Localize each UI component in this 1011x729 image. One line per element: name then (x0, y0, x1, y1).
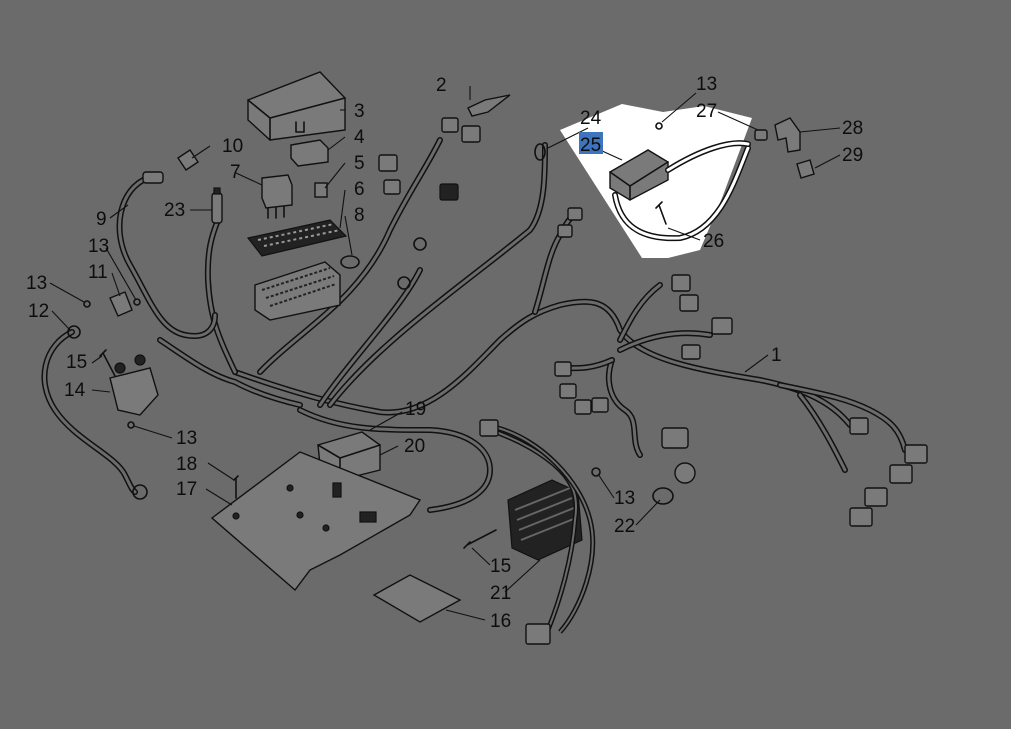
callout-28: 28 (842, 118, 863, 139)
cap-29 (796, 159, 815, 179)
callout-17: 17 (176, 479, 197, 500)
leader-lines (49, 86, 841, 621)
callout-5: 5 (354, 153, 365, 174)
callout-15a: 15 (66, 352, 87, 373)
washers-13 (83, 122, 663, 477)
fuse-box-cover (247, 71, 346, 141)
callout-21: 21 (490, 583, 511, 604)
callout-23: 23 (164, 200, 185, 221)
bolt-18 (233, 475, 239, 499)
wire-9 (116, 171, 218, 339)
callout-13c: 13 (176, 428, 197, 449)
fitting-27 (754, 129, 768, 141)
relay-7 (261, 174, 293, 219)
fuse-5 (314, 182, 328, 198)
solenoid-14 (109, 354, 159, 416)
callout-20: 20 (404, 436, 425, 457)
relay-4 (290, 139, 329, 167)
left-harness-branches (157, 137, 548, 513)
fuse-box-base (254, 261, 341, 321)
callout-3: 3 (354, 101, 365, 122)
callout-25-highlight (579, 132, 603, 154)
callout-24: 24 (580, 108, 602, 129)
module-25 (609, 140, 751, 242)
callout-13e: 13 (696, 74, 717, 95)
callout-26: 26 (703, 231, 724, 252)
callout-2: 2 (436, 75, 447, 96)
callout-22: 22 (614, 516, 635, 537)
wire-12 (41, 325, 148, 500)
harness-connectors-upper (378, 117, 546, 290)
bolt-15a (99, 349, 116, 377)
pad-16 (372, 574, 462, 623)
callout-11: 11 (88, 262, 108, 283)
sensor-23 (211, 187, 223, 224)
callout-14: 14 (64, 380, 86, 401)
plate-17 (210, 451, 422, 592)
main-harness-1 (232, 210, 908, 473)
callout-19: 19 (405, 399, 426, 420)
connector-2 (467, 94, 511, 117)
rectifier-21 (463, 419, 596, 645)
callout-13a: 13 (26, 273, 47, 294)
callout-4: 4 (354, 127, 365, 148)
callout-16: 16 (490, 611, 511, 632)
callout-10: 10 (222, 136, 243, 157)
callout-15b: 15 (490, 556, 511, 577)
callout-1: 1 (771, 345, 782, 366)
callout-29: 29 (842, 145, 863, 166)
harness-connectors-right (554, 207, 928, 527)
callout-7: 7 (230, 162, 241, 183)
cap-11 (109, 291, 133, 317)
callout-25: 25 (580, 135, 601, 156)
callout-13d: 13 (614, 488, 635, 509)
clamp-8 (340, 255, 360, 269)
callout-18: 18 (176, 454, 197, 475)
boot-10 (177, 149, 199, 171)
callout-labels: 1 2 3 4 5 6 7 8 9 10 11 12 13 13 13 13 1… (26, 74, 863, 632)
callout-8: 8 (354, 205, 365, 226)
callout-6: 6 (354, 179, 365, 200)
callout-13b: 13 (88, 236, 109, 257)
elbow-28 (774, 117, 801, 153)
callout-27: 27 (696, 101, 717, 122)
callout-12: 12 (28, 301, 49, 322)
fuse-strip-6 (246, 219, 348, 257)
callout-9: 9 (96, 209, 107, 230)
clamp-22 (652, 462, 696, 505)
